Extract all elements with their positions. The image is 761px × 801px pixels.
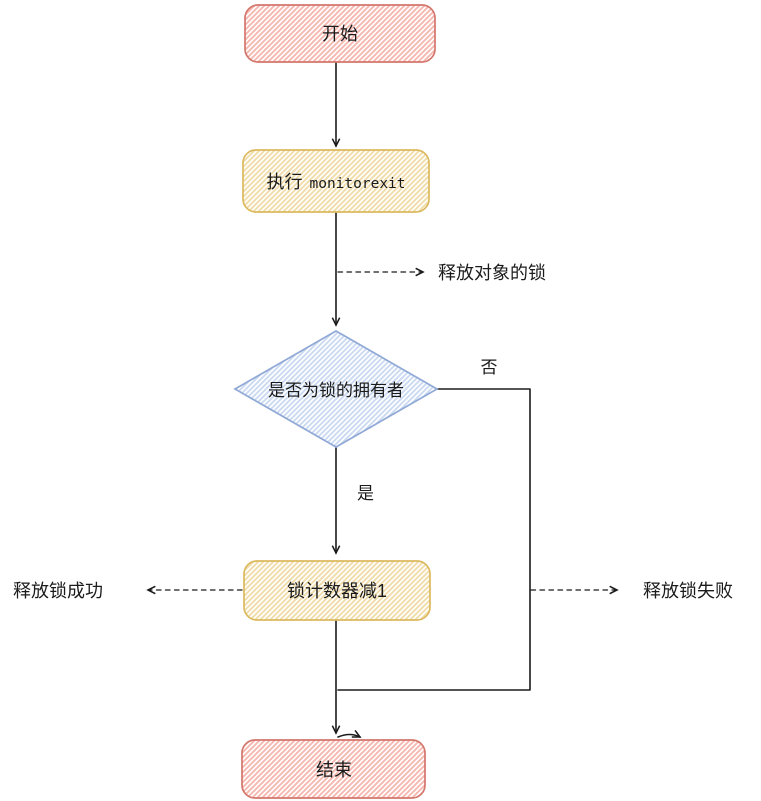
edge-label-no: 否: [481, 358, 498, 377]
edge-label-release-fail: 释放锁失败: [643, 581, 733, 601]
node-start-label: 开始: [322, 24, 358, 44]
node-exec-monitorexit: 执行 monitorexit: [242, 149, 430, 213]
node-decision: 是否为锁的拥有者: [233, 330, 439, 448]
node-counter: 锁计数器减1: [243, 560, 431, 621]
edge-label-release-success: 释放锁成功: [13, 581, 103, 601]
node-decision-label: 是否为锁的拥有者: [268, 381, 404, 400]
node-end: 结束: [241, 739, 426, 799]
node-end-label: 结束: [316, 760, 352, 780]
edges: [146, 61, 619, 738]
edge-no-path-merge-arrow: [337, 729, 362, 738]
edge-labels: 释放对象的锁 否 是 释放锁成功 释放锁失败: [13, 263, 733, 601]
node-start: 开始: [244, 4, 436, 63]
edge-label-release-object-lock: 释放对象的锁: [438, 263, 546, 283]
edge-label-yes: 是: [357, 484, 374, 503]
node-exec-label: 执行 monitorexit: [266, 172, 405, 192]
node-exec-shape: [242, 149, 430, 213]
node-decision-shape: [233, 330, 439, 448]
node-exec-label-prefix: 执行: [266, 172, 302, 192]
node-end-shape: [241, 739, 426, 799]
node-counter-shape: [243, 560, 431, 621]
node-exec-label-code: monitorexit: [309, 176, 405, 192]
edge-decision-no-path: [337, 388, 531, 691]
node-start-shape: [244, 4, 436, 63]
node-counter-label: 锁计数器减1: [287, 581, 387, 601]
